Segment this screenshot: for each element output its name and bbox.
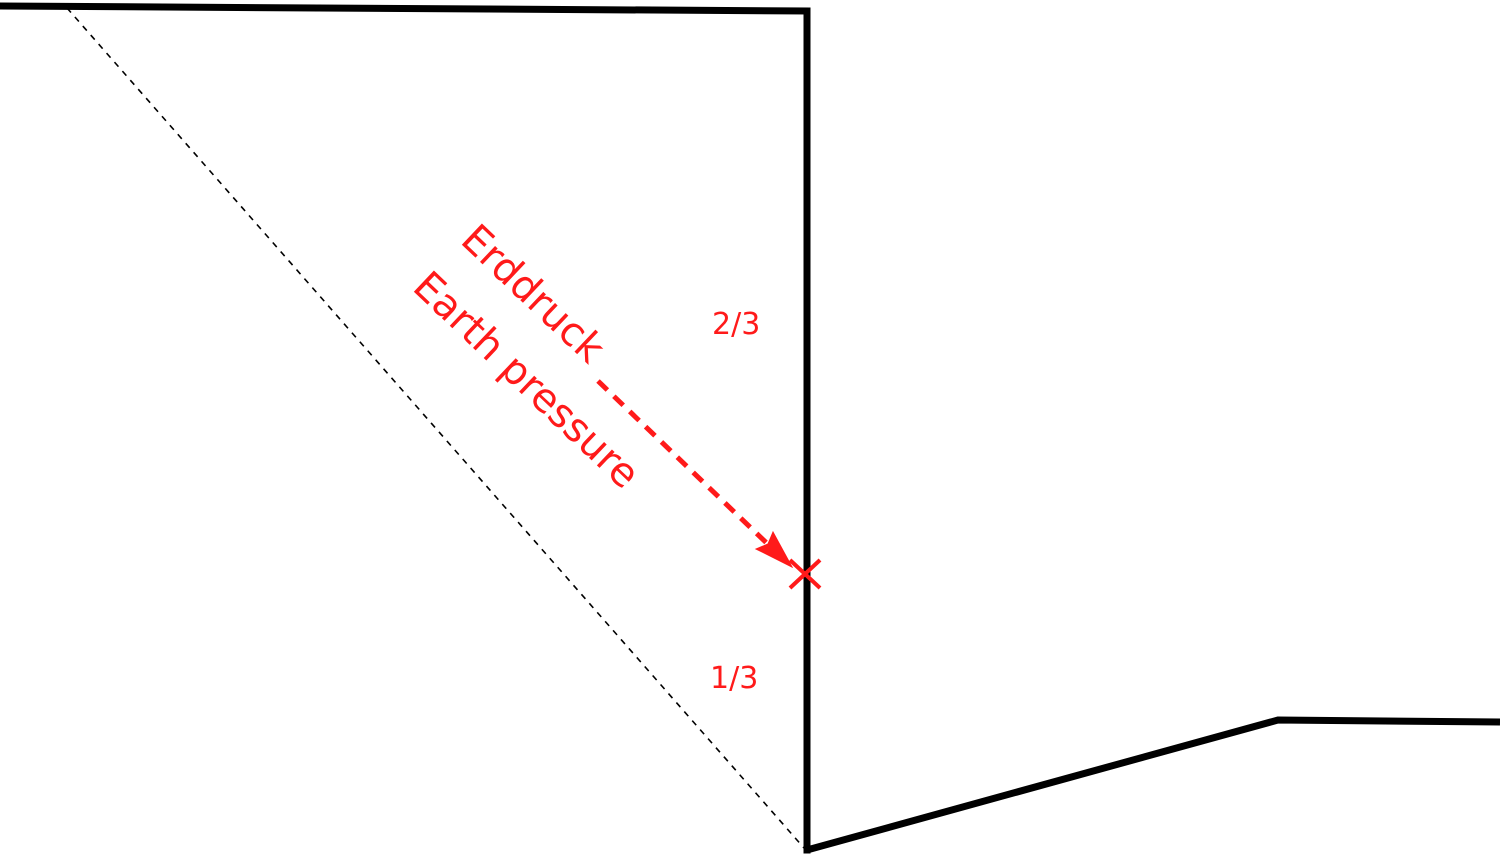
arrowhead-icon [754, 530, 794, 569]
application-point-cross-icon [788, 558, 822, 590]
sliding-wedge-line [66, 7, 805, 849]
upper-fraction-label: 2/3 [712, 307, 760, 342]
top-ground-line [0, 2, 811, 15]
base-profile-line [806, 716, 1500, 854]
earth-pressure-arrow [596, 379, 779, 555]
lower-fraction-label: 1/3 [710, 661, 758, 696]
